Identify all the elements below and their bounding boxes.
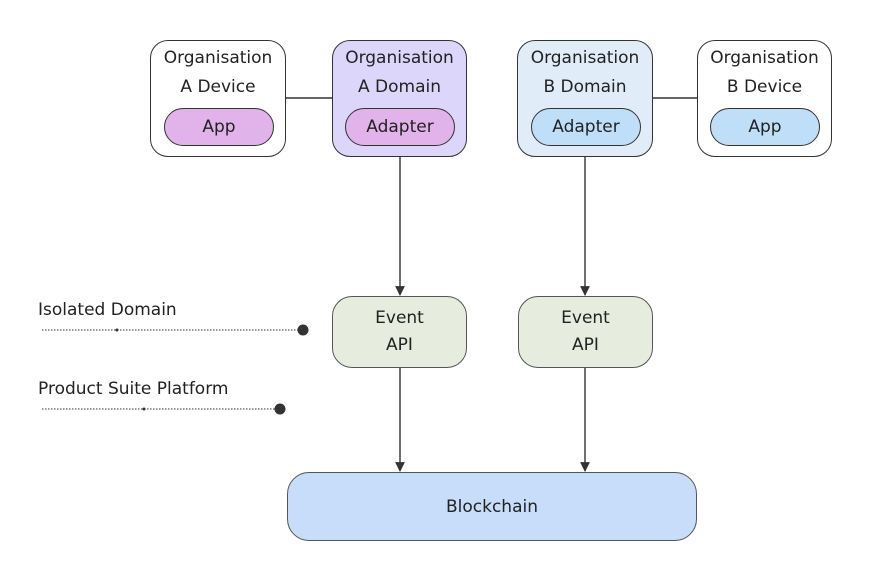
legend-isolated-domain-label: Isolated Domain bbox=[38, 300, 177, 320]
org-b-domain-title-2: B Domain bbox=[543, 77, 627, 97]
org-a-device-box: Organisation A Device App bbox=[150, 40, 286, 157]
org-b-device-title-1: Organisation bbox=[710, 48, 819, 68]
org-a-device-title-2: A Device bbox=[180, 77, 256, 97]
org-a-adapter-pill: Adapter bbox=[345, 108, 455, 146]
org-b-adapter-pill: Adapter bbox=[531, 108, 641, 146]
org-b-app-pill: App bbox=[710, 108, 820, 146]
org-a-domain-title-2: A Domain bbox=[358, 77, 441, 97]
event-api-a-line1: Event bbox=[375, 308, 424, 328]
org-b-device-title-2: B Device bbox=[726, 77, 803, 97]
org-b-domain-title-1: Organisation bbox=[530, 48, 640, 68]
event-api-a: Event API bbox=[332, 296, 467, 368]
org-b-domain-box: Organisation B Domain Adapter bbox=[517, 40, 653, 157]
org-b-device-box: Organisation B Device App bbox=[697, 40, 832, 157]
blockchain-box: Blockchain bbox=[287, 472, 697, 541]
event-api-b: Event API bbox=[518, 296, 653, 368]
event-api-b-line2: API bbox=[572, 335, 599, 355]
org-a-app-pill: App bbox=[164, 108, 274, 146]
org-a-device-title-1: Organisation bbox=[163, 48, 273, 68]
event-api-a-line2: API bbox=[386, 335, 413, 355]
legend-product-suite-platform-label: Product Suite Platform bbox=[38, 379, 229, 399]
org-a-domain-box: Organisation A Domain Adapter bbox=[332, 40, 467, 157]
event-api-b-line1: Event bbox=[561, 308, 610, 328]
blockchain-label: Blockchain bbox=[445, 497, 538, 517]
org-a-domain-title-1: Organisation bbox=[345, 48, 454, 68]
